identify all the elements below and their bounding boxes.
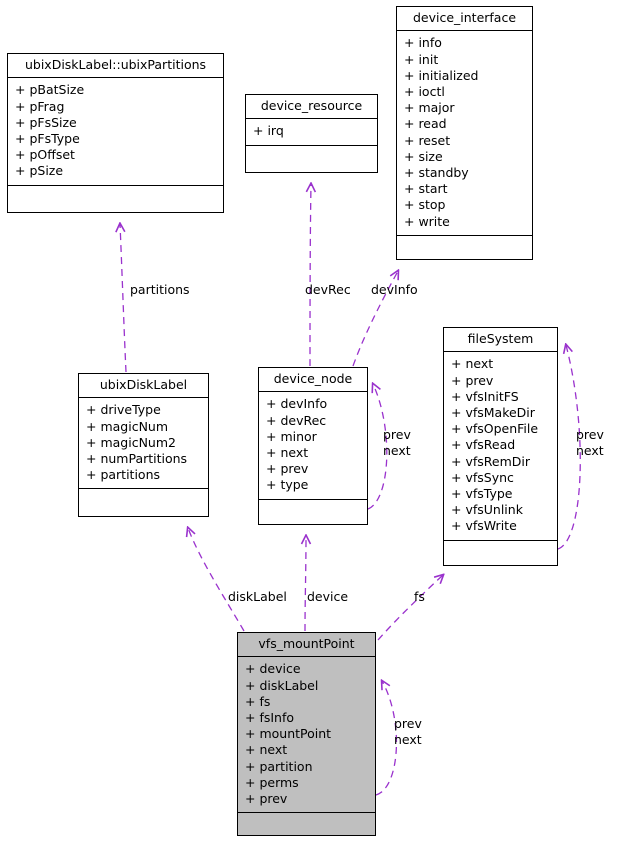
edge-devrec — [310, 184, 311, 367]
class-attribute: + type — [266, 477, 309, 493]
class-attributes-ubixPartitions: + pBatSize+ pFrag+ pFsSize+ pFsType+ pOf… — [8, 78, 223, 186]
class-attribute: + prev — [245, 791, 288, 806]
class-attribute: + diskLabel — [245, 677, 319, 693]
class-attribute: + pFsType — [15, 130, 80, 146]
class-title-fileSystem: fileSystem — [444, 328, 557, 353]
edge-label-vfs_mountPoint-to-device_node: device — [307, 589, 349, 604]
class-box-ubixPartitions[interactable]: ubixDiskLabel::ubixPartitions+ pBatSize+… — [7, 53, 224, 213]
class-attribute: + vfsRemDir — [451, 453, 530, 469]
class-operations-fileSystem — [444, 541, 557, 561]
class-attribute: + fs — [245, 693, 271, 709]
class-attribute: + minor — [266, 428, 317, 444]
edge-device — [305, 536, 306, 632]
class-attribute: + info — [404, 35, 442, 51]
class-attribute: + perms — [245, 774, 299, 790]
class-attribute: + write — [404, 213, 450, 229]
class-attribute: + fsInfo — [245, 709, 295, 725]
class-title-ubixDiskLabel: ubixDiskLabel — [79, 374, 208, 399]
class-attribute: + pOffset — [15, 147, 75, 163]
edge-label-ubixDiskLabel-to-ubixPartitions: partitions — [130, 282, 190, 297]
class-attribute: + next — [266, 444, 309, 460]
class-title-device_interface: device_interface — [397, 7, 532, 32]
class-title-device_resource: device_resource — [246, 95, 377, 120]
class-attribute: + vfsInitFS — [451, 388, 519, 404]
class-attribute: + pFrag — [15, 98, 65, 114]
class-box-device_resource[interactable]: device_resource + irq — [245, 94, 378, 173]
class-attribute: + partitions — [86, 467, 161, 483]
class-attribute: + size — [404, 148, 443, 164]
class-title-ubixPartitions: ubixDiskLabel::ubixPartitions — [8, 54, 223, 79]
class-box-device_interface[interactable]: device_interface+ info+ init+ initialize… — [396, 6, 533, 260]
class-attribute: + vfsOpenFile — [451, 421, 539, 437]
class-attributes-vfs_mountPoint: + device+ diskLabel+ fs+ fsInfo+ mountPo… — [238, 657, 375, 814]
class-attribute: + device — [245, 661, 301, 677]
class-attribute: + prev — [266, 461, 309, 477]
class-attributes-device_resource: + irq — [246, 119, 377, 146]
class-attribute: + vfsUnlink — [451, 502, 523, 518]
class-attributes-fileSystem: + next+ prev+ vfsInitFS+ vfsMakeDir+ vfs… — [444, 352, 557, 541]
class-box-ubixDiskLabel[interactable]: ubixDiskLabel+ driveType+ magicNum+ magi… — [78, 373, 209, 517]
class-attribute: + vfsMakeDir — [451, 404, 535, 420]
class-attribute: + start — [404, 181, 448, 197]
edge-partitions — [120, 224, 127, 373]
class-attribute: + prev — [451, 372, 494, 388]
class-box-device_node[interactable]: device_node+ devInfo+ devRec+ minor+ nex… — [258, 367, 368, 525]
edge-fs — [377, 575, 443, 641]
class-title-vfs_mountPoint: vfs_mountPoint — [238, 633, 375, 658]
class-attribute: + irq — [253, 123, 284, 139]
class-attribute: + driveType — [86, 402, 161, 418]
class-attribute: + reset — [404, 132, 451, 148]
class-attribute: + devRec — [266, 412, 327, 428]
edge-label-vfs_mountPoint-to-fileSystem: fs — [414, 589, 425, 604]
class-attribute: + numPartitions — [86, 450, 188, 466]
class-box-vfs_mountPoint[interactable]: vfs_mountPoint+ device+ diskLabel+ fs+ f… — [237, 632, 376, 836]
class-operations-device_node — [259, 500, 367, 520]
class-attributes-device_node: + devInfo+ devRec+ minor+ next+ prev+ ty… — [259, 392, 367, 500]
class-attribute: + major — [404, 100, 455, 116]
edge-disklabel — [188, 528, 245, 632]
class-attribute: + next — [451, 356, 494, 372]
class-attribute: + next — [245, 742, 288, 758]
edge-label-device_node-to-device_interface: devInfo — [371, 282, 418, 297]
class-attribute: + mountPoint — [245, 726, 332, 742]
class-attribute: + ioctl — [404, 83, 445, 99]
class-operations-device_interface — [397, 236, 532, 256]
class-attribute: + standby — [404, 165, 469, 180]
class-operations-ubixDiskLabel — [79, 489, 208, 509]
class-attributes-ubixDiskLabel: + driveType+ magicNum+ magicNum2+ numPar… — [79, 398, 208, 490]
class-attribute: + vfsWrite — [451, 518, 517, 534]
class-box-fileSystem[interactable]: fileSystem+ next+ prev+ vfsInitFS+ vfsMa… — [443, 327, 558, 566]
class-attribute: + vfsSync — [451, 469, 514, 485]
class-attribute: + read — [404, 116, 447, 132]
class-attribute: + magicNum2 — [86, 434, 176, 450]
class-attribute: + pBatSize — [15, 82, 85, 98]
class-attribute: + magicNum — [86, 418, 169, 434]
class-attribute: + pFsSize — [15, 114, 77, 130]
edge-label-device_node-to-device_resource: devRec — [305, 282, 351, 297]
class-title-device_node: device_node — [259, 368, 367, 393]
class-attribute: + vfsType — [451, 486, 513, 501]
class-operations-vfs_mountPoint — [238, 813, 375, 833]
class-operations-ubixPartitions — [8, 186, 223, 206]
class-attribute: + stop — [404, 197, 446, 213]
class-attribute: + pSize — [15, 163, 64, 179]
class-operations-device_resource — [246, 146, 377, 166]
class-attributes-device_interface: + info+ init+ initialized+ ioctl+ major+… — [397, 31, 532, 236]
class-attribute: + vfsRead — [451, 437, 516, 453]
edge-label-vfs_mountPoint-to-ubixDiskLabel: diskLabel — [228, 589, 287, 604]
class-attribute: + partition — [245, 758, 313, 774]
class-attribute: + devInfo — [266, 396, 328, 412]
class-attribute: + init — [404, 51, 439, 67]
class-attribute: + initialized — [404, 67, 479, 83]
